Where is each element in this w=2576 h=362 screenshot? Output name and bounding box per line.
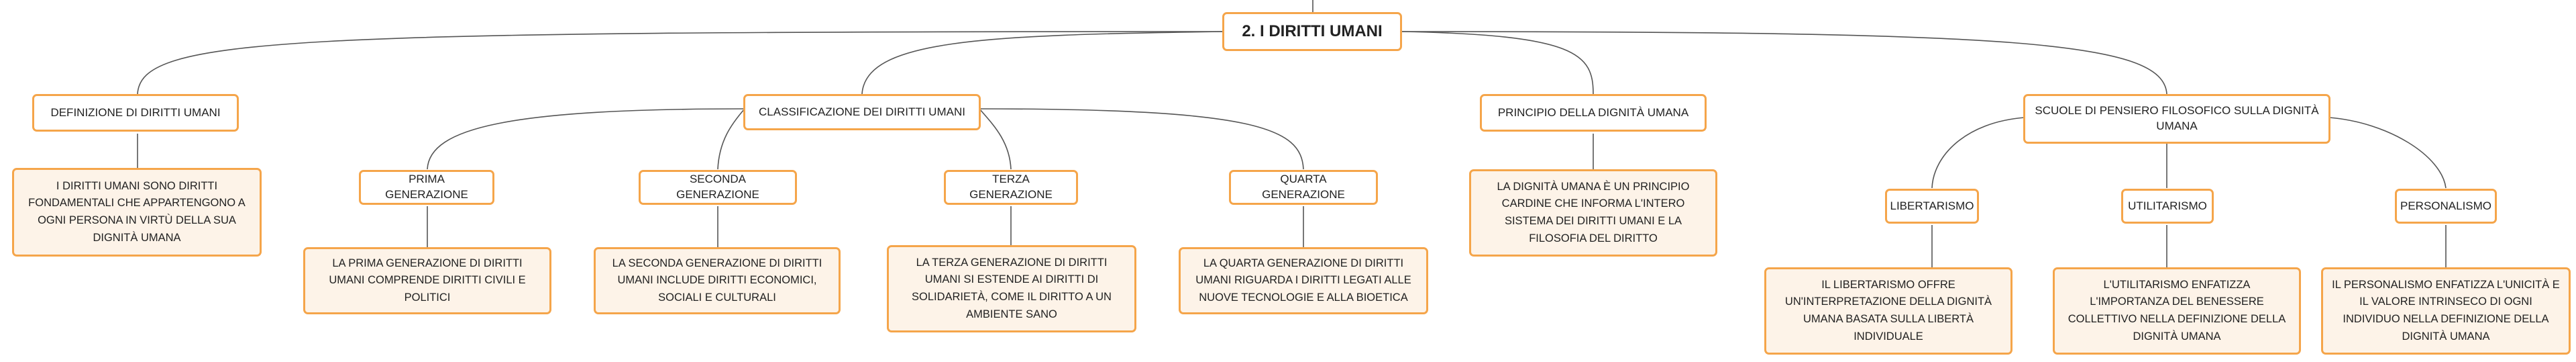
topic-utilitarismo[interactable]: UTILITARISMO [2121,189,2214,224]
topic-principio[interactable]: PRINCIPIO DELLA DIGNITÀ UMANA [1480,94,1707,132]
text-prima-generazione[interactable]: LA PRIMA GENERAZIONE DI DIRITTI UMANI CO… [303,247,551,314]
text-personalismo[interactable]: IL PERSONALISMO ENFATIZZA L'UNICITÀ E IL… [2321,267,2571,355]
text-seconda-generazione[interactable]: LA SECONDA GENERAZIONE DI DIRITTI UMANI … [594,247,841,314]
connector-class-terza [979,108,1012,170]
connector-class-prima [427,108,745,170]
topic-personalismo[interactable]: PERSONALISMO [2395,189,2497,224]
topic-scuole[interactable]: SCUOLE DI PENSIERO FILOSOFICO SULLA DIGN… [2023,94,2330,144]
topic-terza-generazione[interactable]: TERZA GENERAZIONE [944,170,1078,205]
text-quarta-generazione[interactable]: LA QUARTA GENERAZIONE DI DIRITTI UMANI R… [1179,247,1428,314]
connector-root-definizione [137,31,1223,95]
topic-prima-generazione[interactable]: PRIMA GENERAZIONE [359,170,494,205]
topic-definizione[interactable]: DEFINIZIONE DI DIRITTI UMANI [32,94,239,132]
topic-seconda-generazione[interactable]: SECONDA GENERAZIONE [639,170,797,205]
text-libertarismo[interactable]: IL LIBERTARISMO OFFRE UN'INTERPRETAZIONE… [1764,267,2012,355]
connector-root-classificazione [861,31,1223,95]
topic-quarta-generazione[interactable]: QUARTA GENERAZIONE [1229,170,1378,205]
topic-libertarismo[interactable]: LIBERTARISMO [1885,189,1979,224]
root-topic[interactable]: 2. I DIRITTI UMANI [1222,12,1402,51]
connector-root-scuole [1401,31,2167,95]
connector-scuole-personalismo [2328,117,2447,189]
connector-class-seconda [717,108,745,170]
connector-class-quarta [979,108,1304,170]
connector-root-principio [1401,31,1594,95]
connector-scuole-libertarismo [1931,117,2025,189]
text-definizione[interactable]: I DIRITTI UMANI SONO DIRITTI FONDAMENTAL… [12,168,262,257]
text-utilitarismo[interactable]: L'UTILITARISMO ENFATIZZA L'IMPORTANZA DE… [2053,267,2301,355]
text-principio[interactable]: LA DIGNITÀ UMANA È UN PRINCIPIO CARDINE … [1469,169,1717,257]
topic-classificazione[interactable]: CLASSIFICAZIONE DEI DIRITTI UMANI [743,94,981,130]
text-terza-generazione[interactable]: LA TERZA GENERAZIONE DI DIRITTI UMANI SI… [887,245,1136,332]
